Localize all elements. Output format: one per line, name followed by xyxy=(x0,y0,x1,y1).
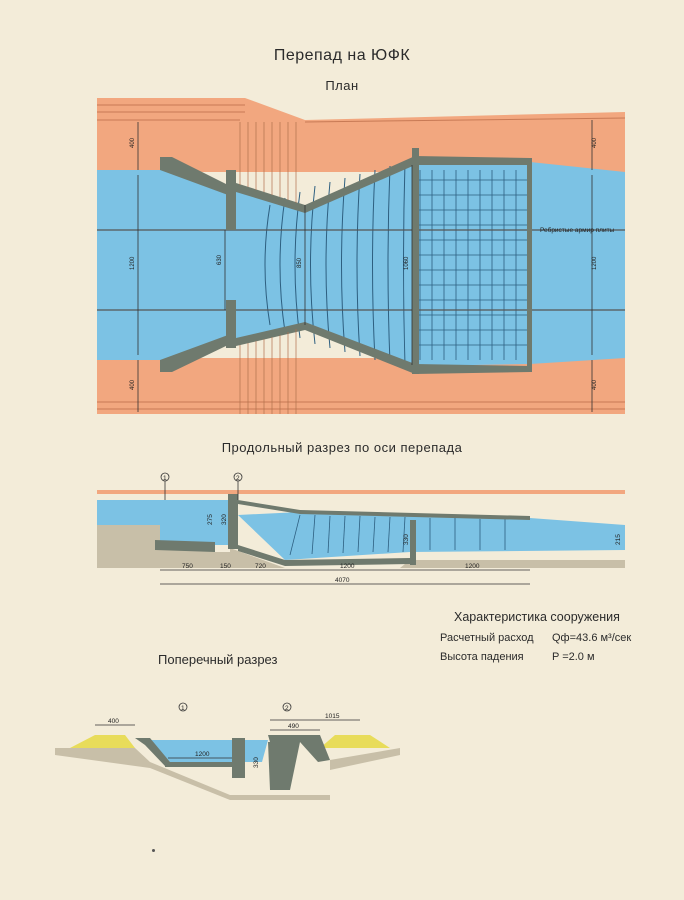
long-dim-4: 1200 xyxy=(340,563,355,570)
sheet-title: Перепад на ЮФК xyxy=(273,47,411,64)
flow-value: Qф=43.6 м³/сек xyxy=(552,632,632,644)
plan-title: План xyxy=(325,78,359,93)
longitudinal-title: Продольный разрез по оси перепада xyxy=(221,440,463,455)
long-depth-3: 330 xyxy=(403,534,410,545)
plan-dim-3: 400 xyxy=(130,379,136,390)
cross-marker-1: 1 xyxy=(181,705,185,712)
cross-fill xyxy=(55,735,400,800)
characteristics-block: Характеристика сооружения Расчетный расх… xyxy=(440,610,631,670)
cross-dim-5: 1015 xyxy=(325,713,340,720)
drop-value: P =2.0 м xyxy=(552,651,595,663)
characteristics-title: Характеристика сооружения xyxy=(454,610,620,624)
long-marker-1: 1 xyxy=(163,475,167,482)
plan-dim-8: 400 xyxy=(592,137,598,148)
long-dim-3: 720 xyxy=(255,563,266,570)
char-row-flow: Расчетный расход Qф=43.6 м³/сек xyxy=(440,632,631,651)
drop-label: Высота падения xyxy=(440,651,524,663)
long-dim-5: 1200 xyxy=(465,563,480,570)
long-dim-1: 750 xyxy=(182,563,193,570)
plan-dim-6: 1060 xyxy=(404,256,410,270)
char-row-drop: Высота падения P =2.0 м xyxy=(440,651,631,670)
cross-labels: 1 2 400 1200 330 490 1015 xyxy=(108,705,340,768)
long-marker-2: 2 xyxy=(236,475,240,482)
plan-hatch xyxy=(239,122,297,414)
cross-title: Поперечный разрез xyxy=(158,652,278,667)
plan-dim-5: 850 xyxy=(297,257,303,268)
plan-dim-9: 400 xyxy=(592,379,598,390)
cross-dim-3: 330 xyxy=(253,757,260,768)
cross-dim-1: 400 xyxy=(108,718,119,725)
plan-dim-2: 1200 xyxy=(130,256,136,270)
long-soil xyxy=(97,525,625,568)
plan-dim-4: 630 xyxy=(217,254,223,265)
long-dim-lines xyxy=(160,472,530,585)
flow-label: Расчетный расход xyxy=(440,632,534,644)
long-depth-1: 275 xyxy=(207,514,214,525)
long-dim-2: 150 xyxy=(220,563,231,570)
plan-dim-labels: 400 1200 400 630 850 1060 1200 400 400 Р… xyxy=(130,137,615,390)
plan-dim-7: 1200 xyxy=(592,256,598,270)
cross-water xyxy=(150,740,268,762)
cross-marker-2: 2 xyxy=(285,705,289,712)
plan-dim-lines xyxy=(137,120,593,412)
cross-dim-2: 1200 xyxy=(195,751,210,758)
long-depth-2: 320 xyxy=(221,514,228,525)
long-water xyxy=(97,500,625,560)
long-depth-4: 215 xyxy=(615,534,622,545)
long-labels: 1 2 750 150 720 1200 1200 4070 275 320 3… xyxy=(163,475,622,584)
cross-structure xyxy=(135,735,330,790)
cross-dim-lines xyxy=(95,702,360,759)
plan-walls xyxy=(160,148,532,374)
stray-mark xyxy=(152,849,155,852)
plan-banks xyxy=(97,98,626,414)
long-dim-6: 4070 xyxy=(335,577,350,584)
plan-dim-1: 400 xyxy=(130,137,136,148)
long-structure xyxy=(97,490,625,566)
plan-note: Ребристые армир плиты xyxy=(540,226,615,234)
cross-dim-4: 490 xyxy=(288,723,299,730)
plan-water xyxy=(97,160,625,366)
